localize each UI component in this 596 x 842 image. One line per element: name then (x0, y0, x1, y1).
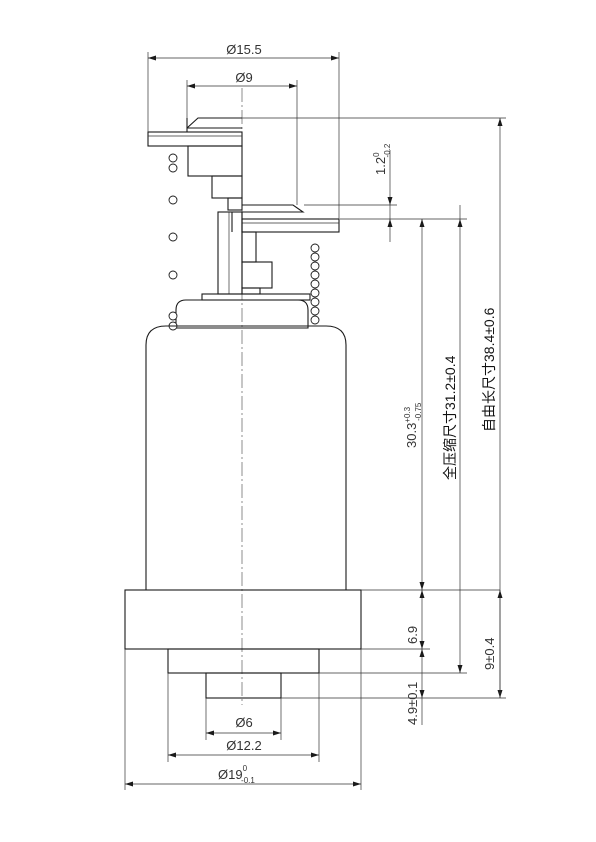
full-compressed-label: 全压缩尺寸31.2±0.4 (442, 355, 458, 480)
dim-free-length: 自由长尺寸38.4±0.6 (481, 118, 503, 698)
d-top-label: Ø15.5 (226, 42, 261, 57)
upper-stem (187, 145, 243, 211)
dim-30-3: 30.3+0.3-0.75 (403, 219, 425, 590)
base-flange (124, 589, 500, 650)
dim-4-9: 4.9±0.1 (405, 649, 425, 725)
shaft (217, 211, 273, 295)
spring-right (310, 243, 320, 325)
main-body (145, 325, 347, 590)
step-height-label: 4.9±0.1 (405, 682, 420, 725)
t-cap-label: 1.20-0.2 (372, 143, 392, 175)
dim-9: 9±0.4 (482, 590, 503, 698)
full-compressed-vertical-label: 30.3+0.3-0.75 (403, 402, 423, 448)
dim-full-compressed: 全压缩尺寸31.2±0.4 (442, 205, 463, 673)
base-pin (205, 672, 282, 699)
moving-plate (241, 204, 340, 233)
base-height-label: 6.9 (405, 626, 420, 644)
dim-d9: Ø9 (187, 70, 297, 89)
d-pin-label: Ø6 (235, 715, 252, 730)
base-step (167, 648, 320, 674)
top-flange (147, 131, 243, 147)
dim-d12-2: Ø12.2 (168, 738, 319, 758)
dim-d6: Ø6 (206, 715, 281, 736)
body-cap (175, 293, 311, 329)
dim-d19: Ø190-0.1 (125, 764, 361, 787)
extension-lines (242, 117, 506, 699)
spring-left (168, 153, 178, 331)
diameter-extension-lines (124, 52, 362, 790)
top-cap (186, 117, 242, 132)
dim-6-9: 6.9 (405, 590, 425, 649)
dim-d15-5: Ø15.5 (148, 42, 339, 61)
free-length-label: 自由长尺寸38.4±0.6 (481, 307, 497, 432)
d-step-label: Ø12.2 (226, 738, 261, 753)
d-cap-label: Ø9 (235, 70, 252, 85)
base-total-label: 9±0.4 (482, 638, 497, 670)
d-base-label: Ø190-0.1 (218, 764, 255, 785)
dim-cap-thickness: 1.20-0.2 (372, 143, 393, 242)
